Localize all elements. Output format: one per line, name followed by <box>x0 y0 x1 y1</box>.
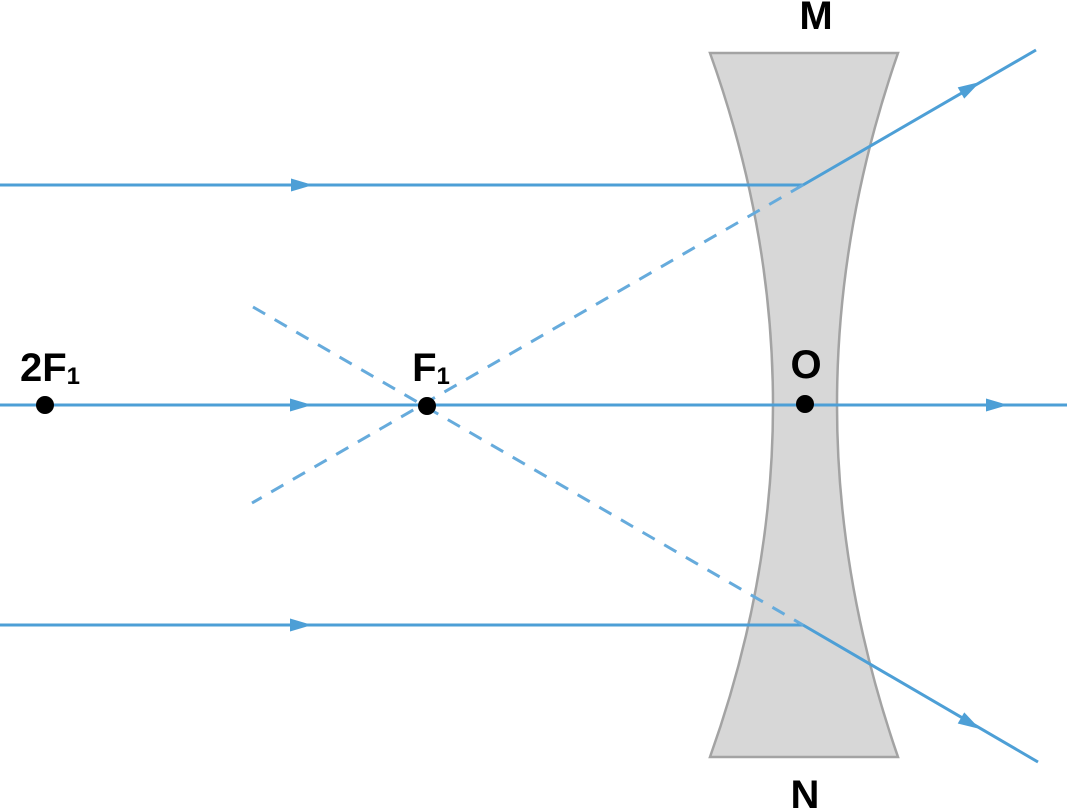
axis-left-arrow-icon <box>290 398 312 412</box>
double-focal-point-label-sub: 1 <box>66 363 81 391</box>
top-virtual-ray-extension <box>251 183 804 505</box>
focal-point-label: F1 <box>412 346 450 391</box>
optical-center-label-text: O <box>790 343 822 387</box>
double-focal-point-label: 2F1 <box>19 346 81 391</box>
lens-bottom-label-text: N <box>790 773 820 811</box>
focal-point-label-sub: 1 <box>436 363 450 391</box>
axis-right-arrow-icon <box>986 398 1008 412</box>
double-focal-point-label-main: 2F <box>19 346 67 390</box>
top-incident-ray-arrow-icon <box>291 178 313 192</box>
lens-bottom-label: N <box>791 775 820 811</box>
lens-top-label: M <box>799 0 832 36</box>
bottom-virtual-ray-extension <box>252 305 804 627</box>
lens-top-label-text: M <box>799 0 833 38</box>
bottom-refracted-ray <box>802 623 1039 764</box>
optical-center-label: O <box>790 345 821 385</box>
bottom-incident-ray-arrow-icon <box>290 618 312 632</box>
optical-center-dot <box>796 395 814 413</box>
bottom-refracted-ray-arrow-icon <box>957 712 980 729</box>
top-refracted-ray-arrow-icon <box>957 82 980 99</box>
double-focal-point-dot <box>36 396 54 414</box>
focal-point-label-main: F <box>412 346 437 390</box>
focal-point-dot <box>418 397 436 415</box>
top-refracted-ray <box>802 48 1037 187</box>
